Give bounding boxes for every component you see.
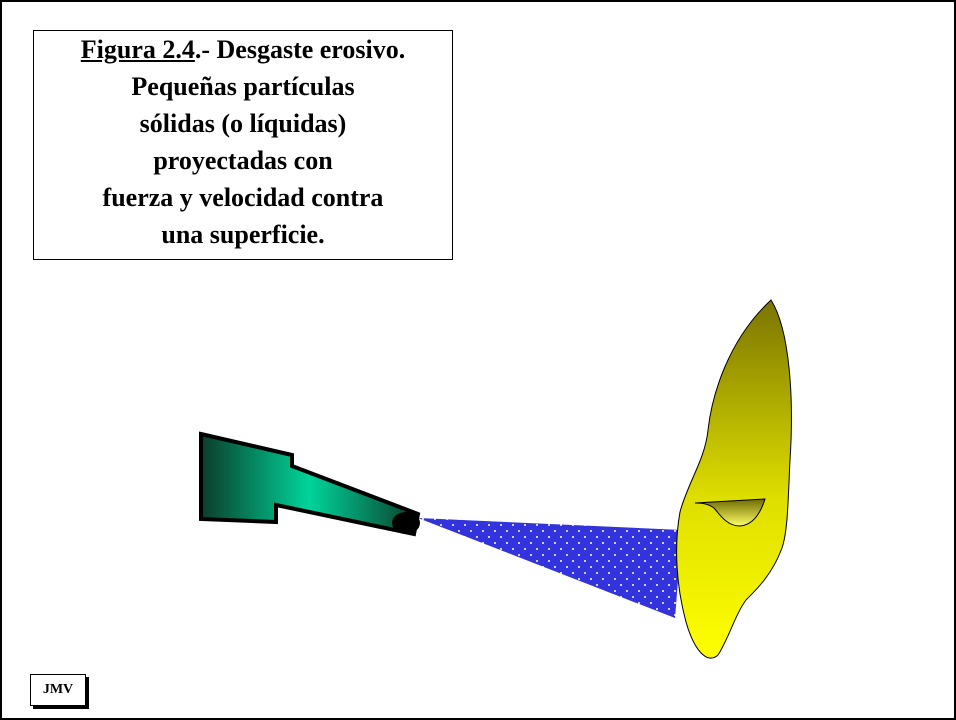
- caption-line-4: fuerza y velocidad contra: [102, 183, 384, 212]
- nozzle-icon: [199, 431, 421, 537]
- erosion-crater: [694, 498, 766, 527]
- caption-figure-label: Figura 2.4: [80, 35, 195, 64]
- caption-line-1: Pequeñas partículas: [131, 72, 355, 101]
- figure-caption: Figura 2.4.- Desgaste erosivo. Pequeñas …: [33, 30, 453, 260]
- caption-line-2: sólidas (o líquidas): [139, 109, 347, 138]
- caption-title: Figura 2.4.- Desgaste erosivo.: [34, 31, 452, 68]
- nozzle-tip: [392, 512, 420, 534]
- caption-title-rest: .- Desgaste erosivo.: [194, 35, 406, 64]
- author-tag: JMV: [30, 674, 86, 706]
- particle-jet: [418, 518, 682, 618]
- eroded-surface: [676, 299, 792, 659]
- caption-line-3: proyectadas con: [153, 146, 333, 175]
- caption-line-5: una superficie.: [161, 220, 325, 249]
